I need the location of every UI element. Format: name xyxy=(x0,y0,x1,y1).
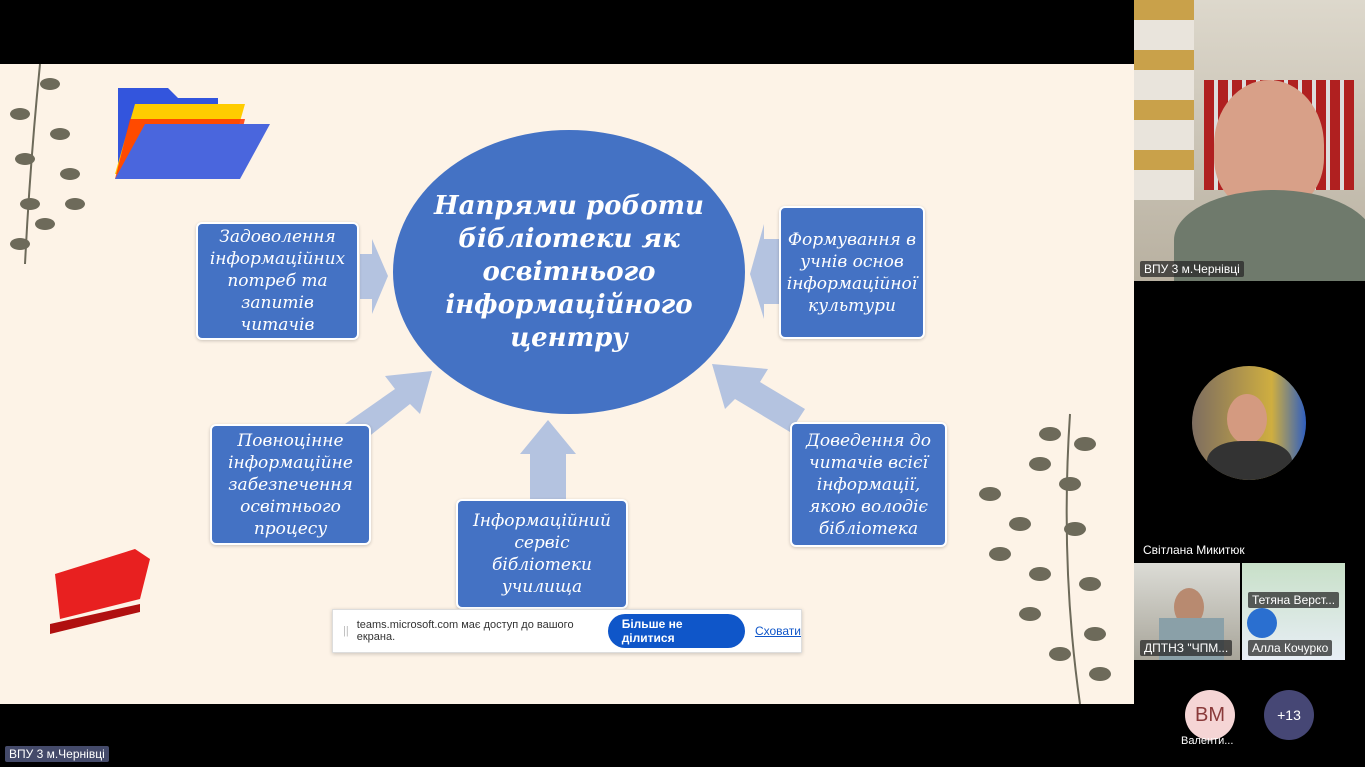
participant-name: Тетяна Верст... xyxy=(1248,592,1340,608)
folder-icon xyxy=(115,88,270,179)
slide-decorations xyxy=(10,64,1111,704)
screen-share-bar: || teams.microsoft.com має доступ до ваш… xyxy=(332,609,802,653)
stapler-icon xyxy=(50,549,150,634)
central-topic: Напрями роботи бібліотеки як освітнього … xyxy=(393,130,745,414)
topic-box-3: Повноцінне інформаційне забезпечення осв… xyxy=(210,424,371,545)
participant-name: Алла Кочурко xyxy=(1248,640,1333,656)
video-tile-main[interactable]: ВПУ 3 м.Чернівці xyxy=(1134,0,1365,281)
participant-name: ДПТНЗ "ЧПМ... xyxy=(1140,640,1233,656)
video-tile-2[interactable]: Тетяна Верст... Алла Кочурко xyxy=(1242,563,1345,660)
speaker-name: Світлана Микитюк xyxy=(1143,543,1245,557)
leaf-branch-icon xyxy=(979,413,1111,704)
topic-box-2: Формування в учнів основ інформаційної к… xyxy=(779,206,925,339)
arrow-up-right xyxy=(712,364,805,432)
video-tile-1[interactable]: ДПТНЗ "ЧПМ... xyxy=(1134,563,1240,660)
topic-box-4: Інформаційний сервіс бібліотеки училища xyxy=(456,499,628,609)
share-message: teams.microsoft.com має доступ до вашого… xyxy=(356,619,574,643)
hide-link[interactable]: Сховати xyxy=(754,624,801,638)
arrow-left xyxy=(750,224,780,319)
topic-box-1: Задоволення інформаційних потреб та запи… xyxy=(196,222,359,340)
self-label: ВПУ 3 м.Чернівці xyxy=(5,746,109,762)
more-participants-button[interactable]: +13 xyxy=(1264,690,1314,740)
avatar-name: Валенти... xyxy=(1181,735,1234,747)
stop-sharing-button[interactable]: Більше не ділитися xyxy=(607,614,745,648)
arrow-up xyxy=(520,420,576,499)
topic-box-5: Доведення до читачів всієї інформації, я… xyxy=(790,422,947,547)
participant-avatar[interactable]: ВМ xyxy=(1185,690,1235,740)
drag-handle-icon[interactable]: || xyxy=(343,625,349,637)
arrow-right xyxy=(360,239,388,314)
shared-slide: Напрями роботи бібліотеки як освітнього … xyxy=(0,64,1134,704)
leaf-branch-icon xyxy=(10,64,85,265)
participant-name: ВПУ 3 м.Чернівці xyxy=(1140,261,1244,277)
speaker-avatar[interactable] xyxy=(1192,366,1306,480)
arrows xyxy=(345,224,805,499)
